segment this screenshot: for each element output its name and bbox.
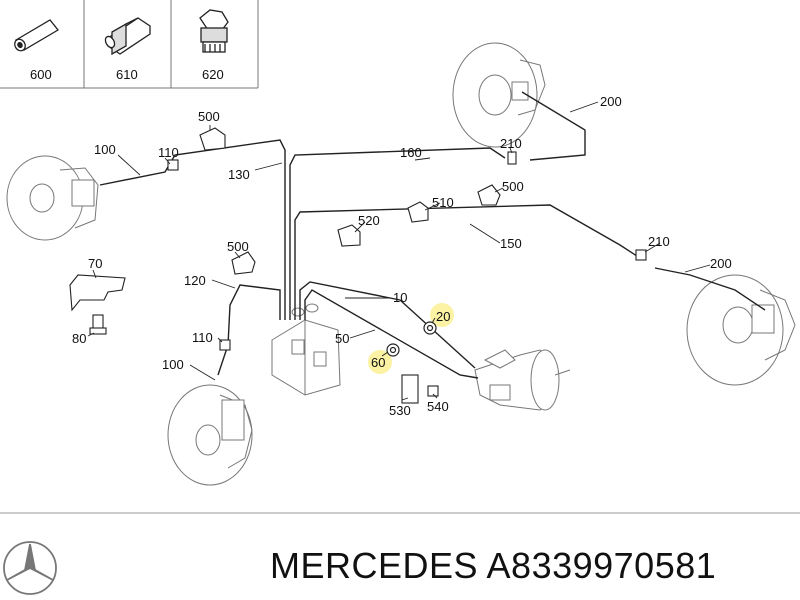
callout-200-top: 200 (600, 94, 622, 109)
callout-110-top: 110 (158, 145, 179, 160)
page-title: MERCEDES A8339970581 (270, 545, 717, 586)
thumb-label-620: 620 (202, 67, 224, 82)
brake-disc-top-right (452, 42, 546, 148)
callout-70: 70 (88, 256, 102, 271)
callout-500-c: 500 (227, 239, 249, 254)
callout-500-a: 500 (198, 109, 220, 124)
callout-160: 160 (400, 145, 422, 160)
thumbnail-strip (0, 0, 259, 89)
callout-210-right: 210 (648, 234, 670, 249)
union-fitting-icon (199, 9, 229, 53)
callout-10: 10 (393, 290, 407, 305)
leader-lines (87, 101, 711, 401)
callout-110-bottom: 110 (192, 330, 213, 345)
thumb-label-600: 600 (30, 67, 52, 82)
highlight-20 (430, 303, 454, 327)
callout-50: 50 (335, 331, 349, 346)
brake-disc-bottom-left (167, 384, 253, 486)
callout-130: 130 (228, 167, 250, 182)
brake-disc-bottom-right (686, 274, 796, 386)
abs-hydraulic-unit (271, 303, 341, 396)
callout-120: 120 (184, 273, 206, 288)
callout-60: 60 (371, 355, 385, 370)
callout-500-b: 500 (502, 179, 524, 194)
brake-booster-master-cylinder (474, 349, 571, 411)
callout-210-top: 210 (500, 136, 522, 151)
callout-200-right: 200 (710, 256, 732, 271)
callout-150: 150 (500, 236, 522, 251)
sleeve-tube-icon (14, 19, 59, 52)
callout-530: 530 (389, 403, 411, 418)
highlight-60 (368, 350, 392, 374)
callout-100-bottom: 100 (162, 357, 184, 372)
callout-80: 80 (72, 331, 86, 346)
callout-510: 510 (432, 195, 454, 210)
callout-540: 540 (427, 399, 449, 414)
callout-labels: 200 210 160 500 510 520 500 150 210 200 … (72, 94, 732, 418)
callout-520: 520 (358, 213, 380, 228)
mercedes-star-logo (3, 541, 57, 595)
fittings (69, 127, 647, 404)
thumb-label-610: 610 (116, 67, 138, 82)
seals (386, 321, 437, 357)
hex-nut-tube-icon (104, 17, 151, 56)
brake-disc-top-left (6, 155, 99, 241)
callout-100-left-top: 100 (94, 142, 116, 157)
callout-20: 20 (436, 309, 450, 324)
